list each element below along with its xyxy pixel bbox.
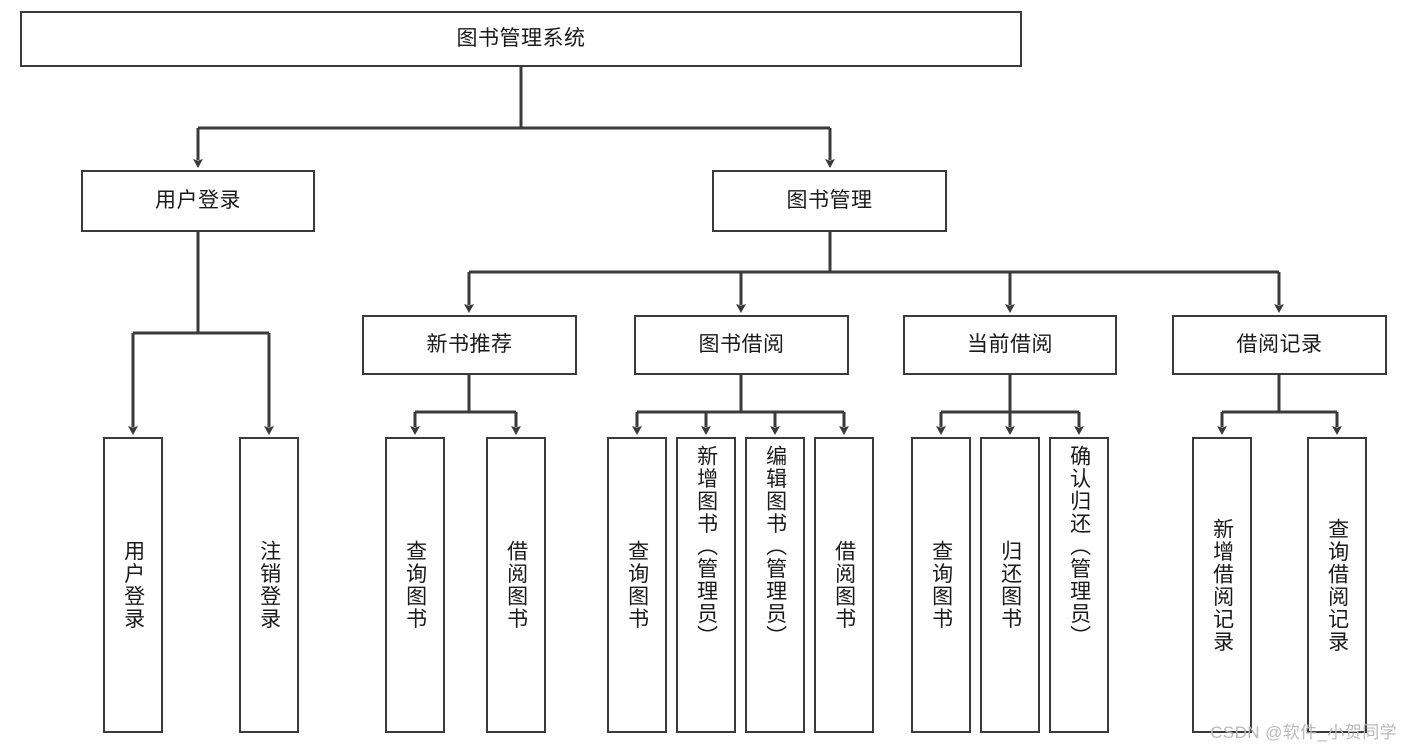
node-label: 用户登录 <box>155 188 241 212</box>
node-leaf-user-login[interactable]: 用户登录 <box>103 437 163 733</box>
node-label: 查询图书 <box>403 540 427 630</box>
node-leaf-confirm-return-admin[interactable]: 确认归还（管理员） <box>1049 437 1109 733</box>
node-leaf-query-book-newbook[interactable]: 查询图书 <box>385 437 445 733</box>
node-label: 借阅记录 <box>1236 332 1323 356</box>
node-label: 图书借阅 <box>698 332 785 356</box>
node-label: 用户登录 <box>121 540 145 630</box>
node-label: 确认归还（管理员） <box>1067 445 1091 648</box>
node-borrow-records[interactable]: 借阅记录 <box>1172 315 1387 375</box>
node-label: 归还图书 <box>998 540 1022 630</box>
node-leaf-return-book[interactable]: 归还图书 <box>980 437 1040 733</box>
node-label: 当前借阅 <box>967 332 1053 356</box>
node-label: 查询图书 <box>929 540 953 630</box>
node-user-login[interactable]: 用户登录 <box>81 170 315 232</box>
node-leaf-query-borrow-record[interactable]: 查询借阅记录 <box>1307 437 1367 733</box>
node-leaf-add-borrow-record[interactable]: 新增借阅记录 <box>1192 437 1252 733</box>
node-leaf-query-book-current[interactable]: 查询图书 <box>911 437 971 733</box>
node-label: 图书管理 <box>786 188 873 212</box>
node-book-borrowing[interactable]: 图书借阅 <box>634 315 849 375</box>
node-label: 图书管理系统 <box>456 26 586 50</box>
node-label: 查询借阅记录 <box>1325 517 1349 653</box>
node-leaf-borrow-book-newbook[interactable]: 借阅图书 <box>486 437 546 733</box>
node-label: 编辑图书（管理员） <box>763 445 787 648</box>
node-leaf-add-book-admin[interactable]: 新增图书（管理员） <box>676 437 736 733</box>
node-label: 新增借阅记录 <box>1210 517 1234 653</box>
node-label: 新书推荐 <box>426 332 513 356</box>
node-new-book-recommendation[interactable]: 新书推荐 <box>362 315 577 375</box>
node-book-management[interactable]: 图书管理 <box>712 170 947 232</box>
node-leaf-query-book-borrow[interactable]: 查询图书 <box>607 437 667 733</box>
node-label: 借阅图书 <box>504 540 528 630</box>
node-current-borrowing[interactable]: 当前借阅 <box>903 315 1117 375</box>
node-label: 注销登录 <box>257 540 281 630</box>
node-leaf-borrow-book[interactable]: 借阅图书 <box>814 437 874 733</box>
node-leaf-logout[interactable]: 注销登录 <box>239 437 299 733</box>
watermark-text: CSDN @软件_小贺同学 <box>1210 723 1397 742</box>
node-label: 新增图书（管理员） <box>694 445 718 648</box>
node-label: 查询图书 <box>625 540 649 630</box>
node-leaf-edit-book-admin[interactable]: 编辑图书（管理员） <box>745 437 805 733</box>
node-root-book-management-system[interactable]: 图书管理系统 <box>20 11 1022 67</box>
node-label: 借阅图书 <box>832 540 856 630</box>
